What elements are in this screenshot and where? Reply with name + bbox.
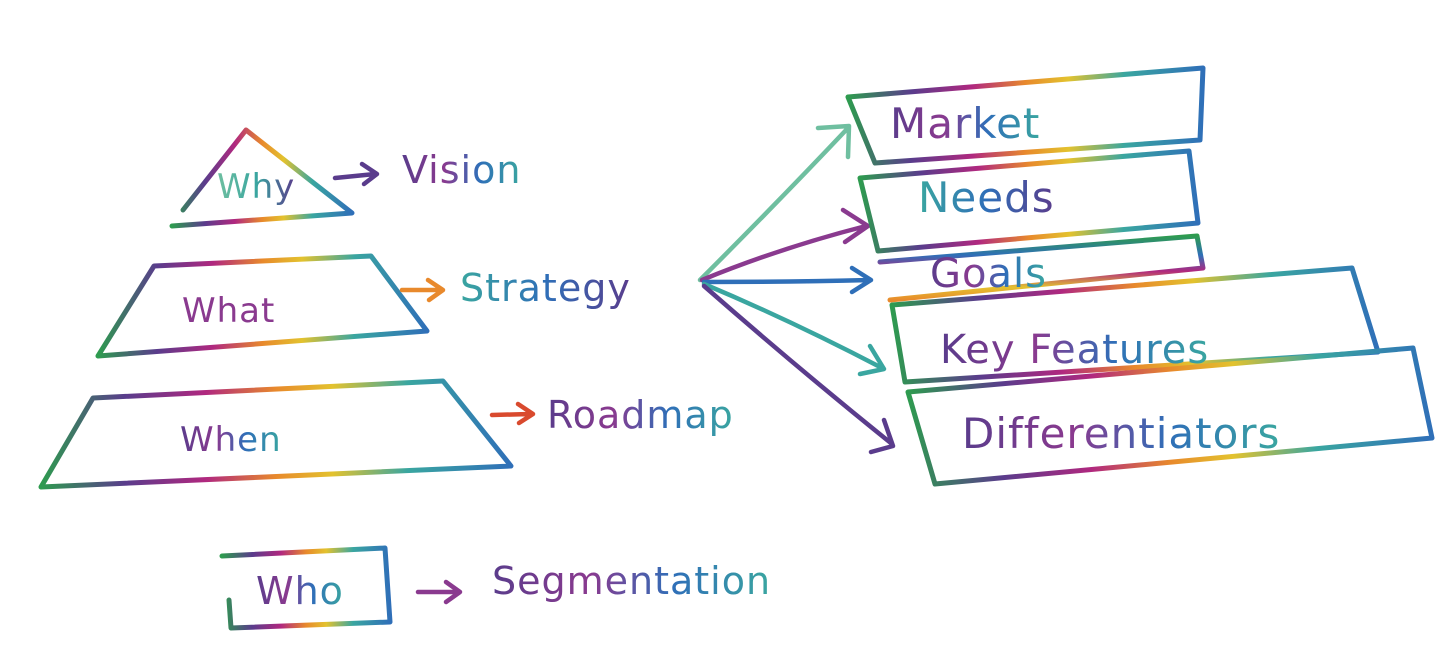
what-strategy-arrow <box>399 277 446 303</box>
goals-label: Goals <box>930 251 1047 297</box>
strategy-fan-arrows <box>697 123 896 455</box>
what-trapezoid <box>95 253 430 359</box>
why-triangle <box>169 127 355 229</box>
needs-box <box>857 148 1201 254</box>
who-segmentation-arrow <box>415 579 463 605</box>
segmentation-label: Segmentation <box>492 559 771 603</box>
strategy-components <box>845 65 1435 487</box>
arrow-to-market <box>697 123 852 283</box>
arrow-to-key-features <box>701 281 887 377</box>
differentiators-box <box>905 345 1435 487</box>
why-label: Why <box>217 167 295 207</box>
roadmap-label: Roadmap <box>547 393 734 437</box>
why-vision-arrow <box>332 161 380 187</box>
who-box <box>219 545 393 631</box>
key-features-label: Key Features <box>940 327 1209 373</box>
needs-label: Needs <box>918 173 1055 222</box>
pyramid-arrows <box>332 161 536 426</box>
arrow-to-needs <box>699 207 871 283</box>
market-box <box>845 65 1206 166</box>
vision-label: Vision <box>402 148 521 192</box>
market-label: Market <box>890 99 1040 148</box>
arrow-to-goals <box>701 265 874 295</box>
legend: Who Segmentation <box>219 545 771 631</box>
arrow-to-differentiators <box>701 283 896 455</box>
differentiators-label: Differentiators <box>962 409 1280 458</box>
when-label: When <box>180 420 282 460</box>
who-label: Who <box>256 569 344 613</box>
when-roadmap-arrow <box>489 401 536 426</box>
when-trapezoid <box>38 378 514 490</box>
what-label: What <box>182 291 275 331</box>
goals-box <box>877 233 1206 303</box>
strategy-label: Strategy <box>460 266 631 310</box>
pyramid <box>38 127 514 490</box>
